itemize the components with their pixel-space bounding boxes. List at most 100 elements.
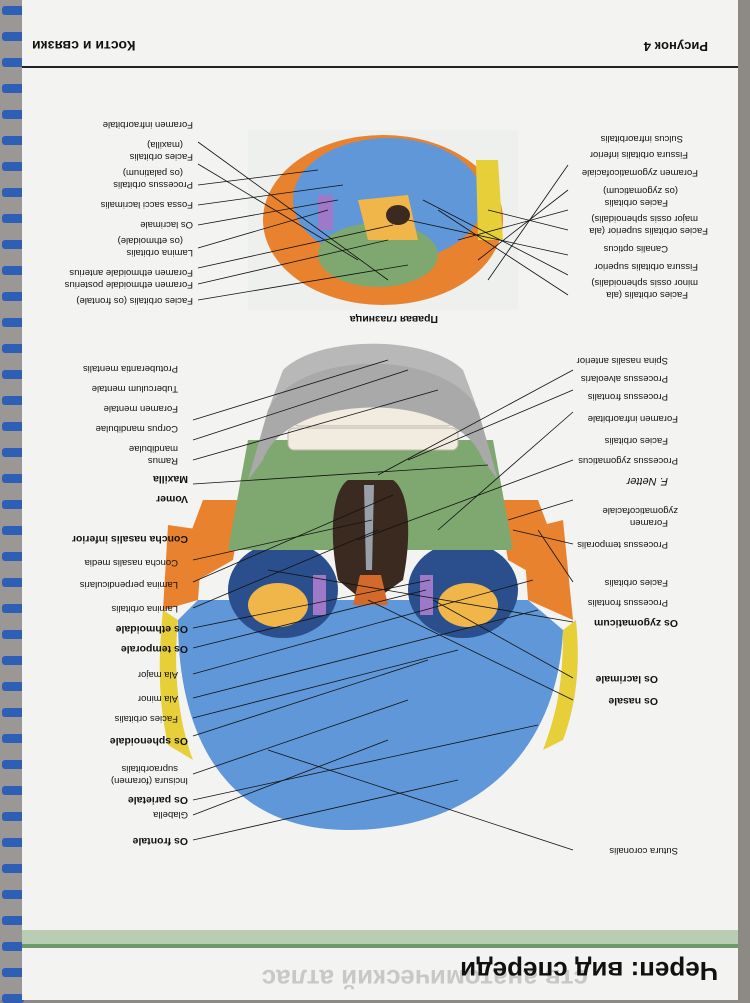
binding-coil xyxy=(2,214,24,223)
footer-rule xyxy=(22,66,738,68)
binding-coil xyxy=(2,916,24,925)
zygomatic-left xyxy=(498,500,553,580)
label-concha-media: Concha nasalis media xyxy=(84,557,178,568)
binding-coil xyxy=(2,552,24,561)
binding-coil xyxy=(2,864,24,873)
inset-ethmoid xyxy=(318,195,333,230)
label-inset-canalis-opticus: Canalis opticus xyxy=(603,243,668,254)
skull-illustration xyxy=(159,130,578,851)
binding-coil xyxy=(2,32,24,41)
figure-number: Рисунок 4 xyxy=(643,39,708,54)
label-inset-fissura-inferior: Fissura orbitalis inferior xyxy=(589,149,688,160)
label-os-parietale: Os parietale xyxy=(127,794,188,806)
inset-zygomatic xyxy=(476,160,503,240)
label-facies-orbitalis-s: Facies orbitalis xyxy=(114,713,178,724)
label-inset-ala-major: major ossis sphenoidalis) xyxy=(591,213,698,224)
label-facies-orbitalis-m: Facies orbitalis xyxy=(604,435,668,446)
mandible xyxy=(248,357,498,480)
label-inset-facies-superior: Facies orbitalis superior (ala xyxy=(589,225,708,236)
label-inset-processus-orbitalis: Processus orbitalis xyxy=(113,179,193,190)
binding-coil xyxy=(2,682,24,691)
binding-coil xyxy=(2,136,24,145)
label-inset-fissura-superior: Fissura orbitalis superior xyxy=(594,261,698,272)
rotated-page-content: ств анатомический атлас Череп: вид спере… xyxy=(22,0,738,1000)
label-os-sphenoidale: Os sphenoidale xyxy=(109,735,188,747)
label-sutura-coronalis: Sutura coronalis xyxy=(609,845,678,856)
label-inset-facies-zyg: Facies orbitalis xyxy=(604,197,668,208)
label-inset-fossa-sacci: Fossa sacci lacrimalis xyxy=(100,199,193,210)
orbit-floor-left xyxy=(438,583,498,627)
atlas-page: ств анатомический атлас Череп: вид спере… xyxy=(22,0,738,1000)
label-spina-nasalis: Spina nasalis anterior xyxy=(576,355,668,366)
binding-coil xyxy=(2,994,24,1003)
inset-optic-canal xyxy=(386,205,410,225)
label-zygomaticofaciale: zygomaticofaciale xyxy=(602,505,678,516)
label-concha-inferior: Concha nasalis inferior xyxy=(71,533,188,545)
binding-coil xyxy=(2,708,24,717)
upper-teeth xyxy=(287,427,459,451)
ethmoid-plate-left xyxy=(420,575,433,615)
binding-coil xyxy=(2,84,24,93)
label-lamina-orbitalis: Lamina orbitalis xyxy=(111,603,178,614)
binding-coil xyxy=(2,422,24,431)
label-supraorbitalis: supraorbitalis xyxy=(121,763,179,774)
label-processus-zygomaticus: Processus zygomaticus xyxy=(578,455,678,466)
zygomatic-right xyxy=(188,500,243,580)
orbit-floor-right xyxy=(248,583,308,627)
label-os-zygomaticum: Os zygomaticum xyxy=(593,617,678,629)
binding-coil xyxy=(2,266,24,275)
label-protuberantia-mentalis: Protuberantia mentalis xyxy=(82,363,178,374)
label-corpus-mandibulae: Corpus mandibulae xyxy=(95,423,178,434)
label-foramen-mentale: Foramen mentale xyxy=(103,403,178,414)
label-tuberculum-mentale: Tuberculum mentale xyxy=(91,383,178,394)
binding-coil xyxy=(2,656,24,665)
label-inset-os-zygomaticum: (os zygomaticum) xyxy=(603,185,678,196)
binding-coil xyxy=(2,812,24,821)
binding-coil xyxy=(2,240,24,249)
binding-coil xyxy=(2,474,24,483)
label-lamina-perpendicularis: Lamina perpendicularis xyxy=(79,579,178,590)
label-inset-foramen-posterius: Foramen ethmoidale posterius xyxy=(64,279,193,290)
binding-coil xyxy=(2,292,24,301)
label-vomer: Vomer xyxy=(156,493,188,505)
frontal-bone xyxy=(178,600,563,830)
binding-coil xyxy=(2,162,24,171)
label-ramus: Ramus xyxy=(147,455,178,466)
binding-coil xyxy=(2,318,24,327)
label-inset-foramen-anterius: Foramen ethmoidale anterius xyxy=(69,267,193,278)
inset-title: Правая глазница xyxy=(349,313,438,325)
binding-coil xyxy=(2,448,24,457)
binding-coil xyxy=(2,6,24,15)
label-inset-foramen-infraorbitale: Foramen infraorbitale xyxy=(102,119,193,130)
binding-coil xyxy=(2,890,24,899)
label-inset-facies-maxilla: Facies orbitalis xyxy=(129,151,193,162)
netter-signature: F. Netter xyxy=(626,475,668,487)
label-inset-foramen-zygomaticofaciale: Foramen zygomaticofaciale xyxy=(581,167,698,178)
binding-coil xyxy=(2,526,24,535)
binding-coil xyxy=(2,396,24,405)
label-foramen-infraorbitale: Foramen infraorbitale xyxy=(587,413,678,424)
label-os-frontale: Os frontale xyxy=(132,835,188,847)
label-mandibulae: mandibulae xyxy=(128,443,178,454)
label-inset-maxilla: (maxilla) xyxy=(147,139,183,150)
label-inset-sulcus: Sulcus infraorbitalis xyxy=(600,133,683,144)
label-os-temporale: Os temporale xyxy=(120,643,188,655)
page-footer: Рисунок 4 Кости и связки xyxy=(22,0,738,68)
binding-coil xyxy=(2,838,24,847)
binding-coil xyxy=(2,734,24,743)
binding-coil xyxy=(2,188,24,197)
label-processus-temporalis: Processus temporalis xyxy=(577,539,668,550)
binding-coil xyxy=(2,370,24,379)
binding-coil xyxy=(2,968,24,977)
label-inset-lamina-orbitalis: Lamina orbitalis xyxy=(126,247,193,258)
label-inset-os-lacrimale: Os lacrimale xyxy=(140,219,193,230)
label-inset-facies-frontale: Facies orbitalis (os frontale) xyxy=(76,295,193,306)
label-glabella: Glabella xyxy=(153,809,188,820)
label-processus-frontalis-m: Processus frontalis xyxy=(587,391,668,402)
binding-coil xyxy=(2,630,24,639)
binding-coil xyxy=(2,110,24,119)
binding-coil xyxy=(2,786,24,795)
parietal-bone-right xyxy=(159,610,193,760)
binding-coil xyxy=(2,760,24,769)
label-processus-alveolaris: Processus alveolaris xyxy=(580,373,668,384)
